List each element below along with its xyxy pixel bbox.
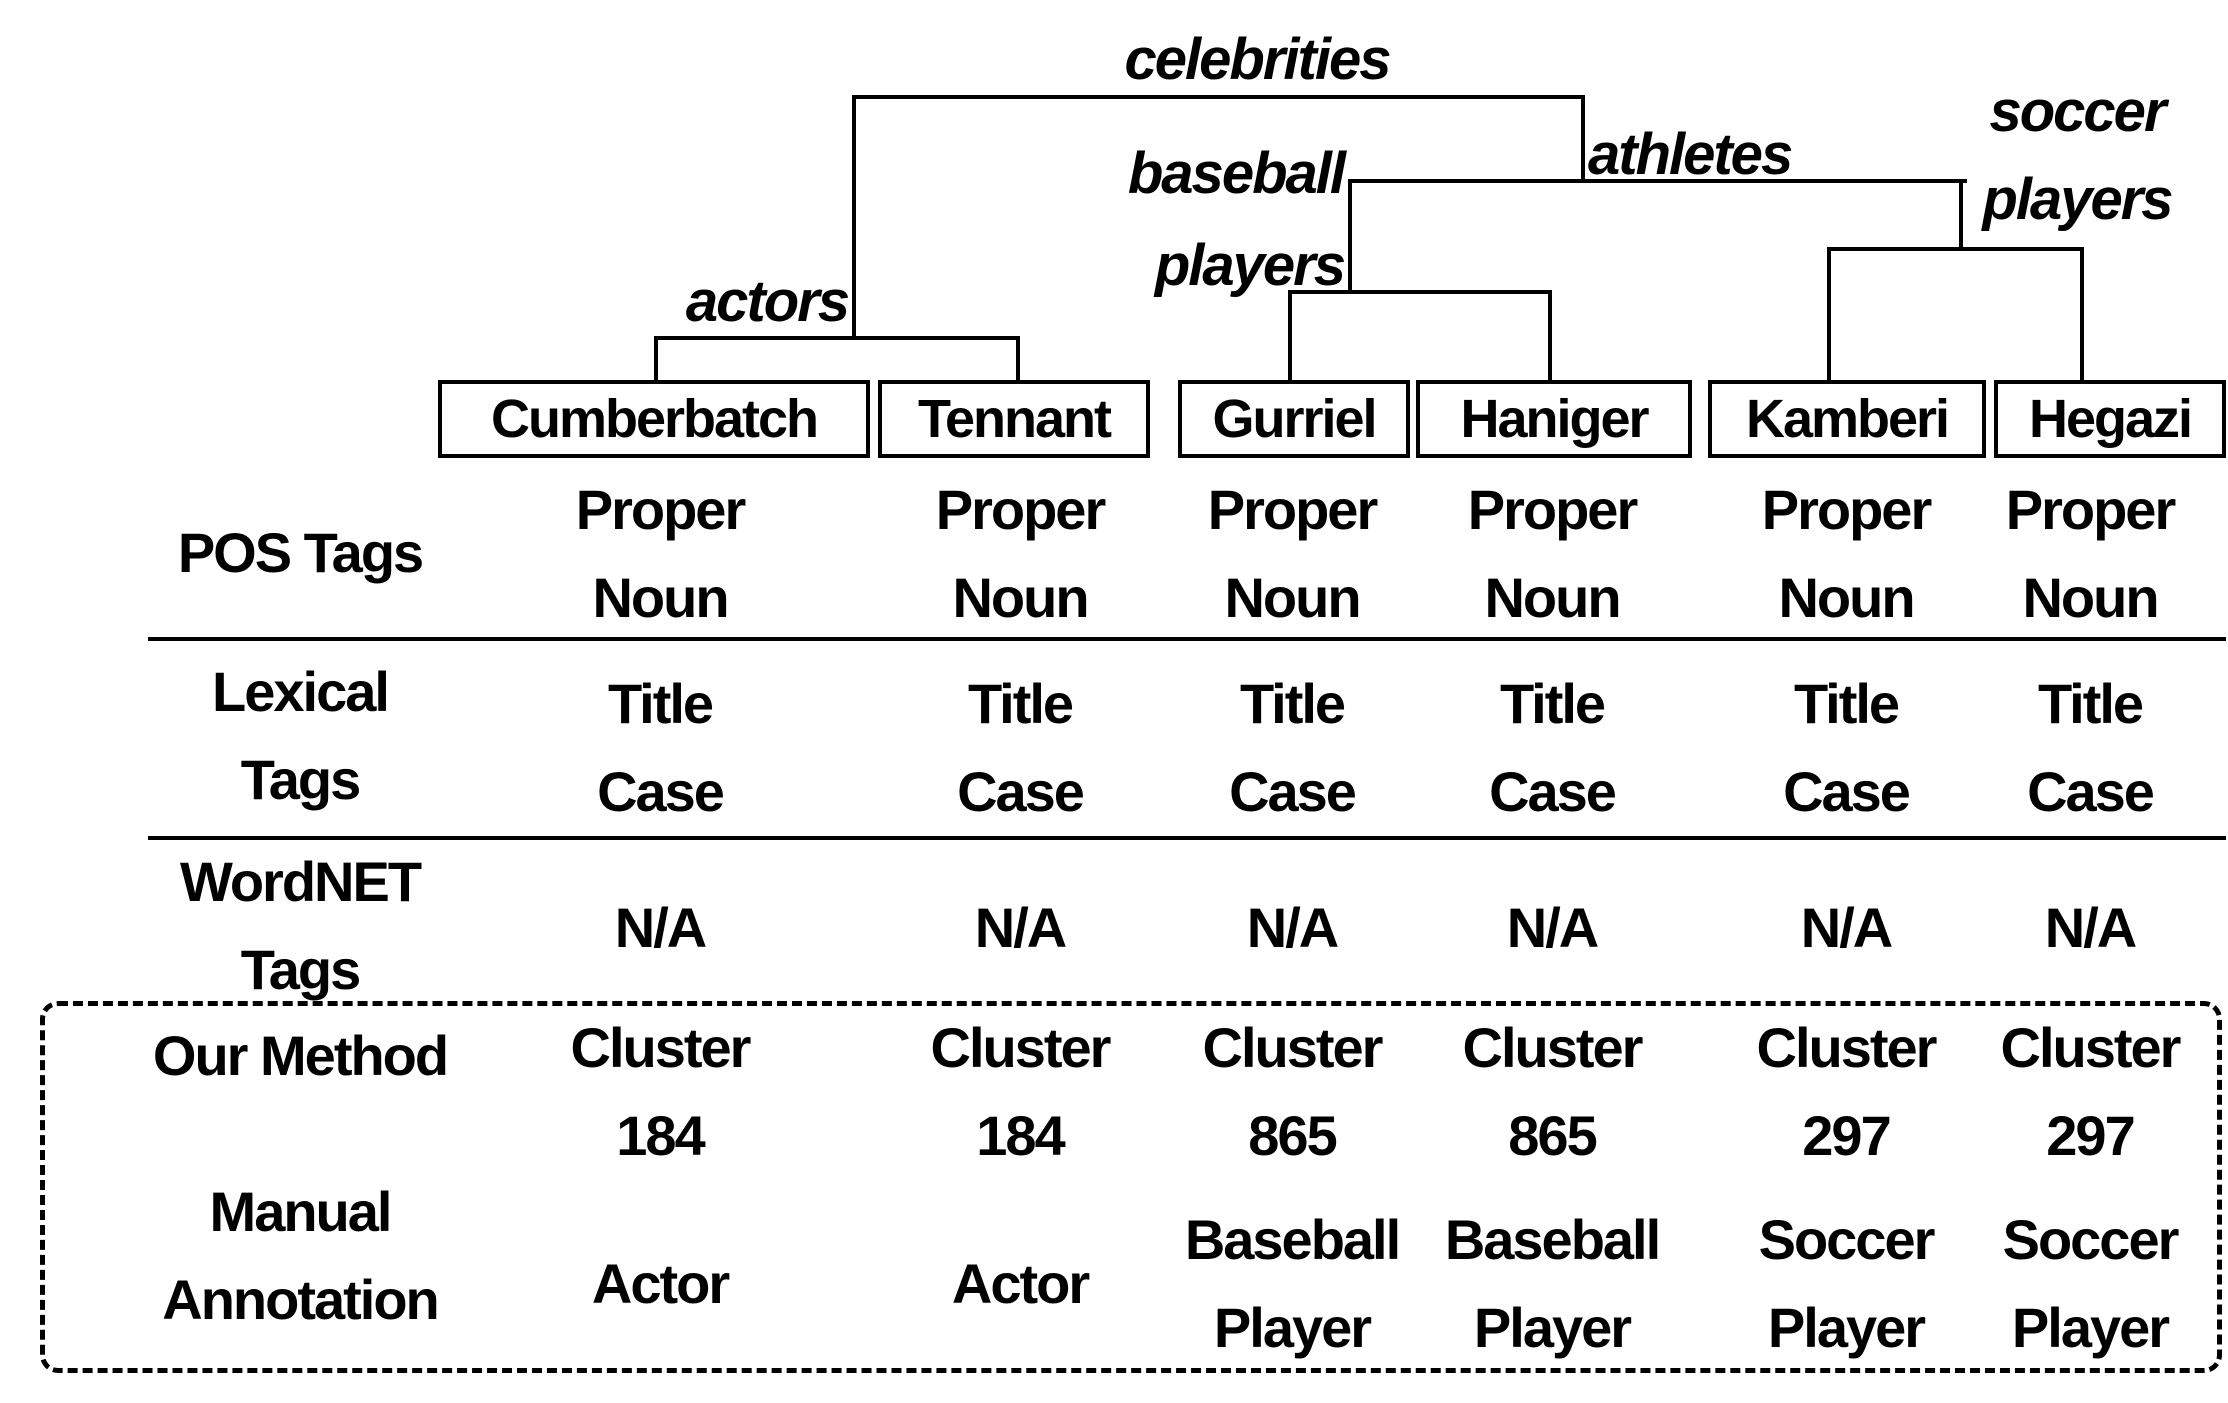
cell-pos-kamberi: Proper Noun xyxy=(1761,478,1932,629)
cell-method-gurriel: Cluster 865 xyxy=(1202,1016,1384,1167)
cell-wn-gurriel: N/A xyxy=(1246,896,1339,959)
cell-method-tennant: Cluster 184 xyxy=(930,1016,1112,1167)
cell-pos-tennant: Proper Noun xyxy=(935,478,1106,629)
cell-manual-cumberbatch: Actor xyxy=(591,1252,730,1315)
tree-edge-athletes-horizontal xyxy=(1348,179,1967,183)
cell-manual-tennant: Actor xyxy=(951,1252,1090,1315)
cell-wn-tennant: N/A xyxy=(974,896,1067,959)
cell-lex-hegazi: Title Case xyxy=(2027,672,2155,823)
cell-manual-kamberi: Soccer Player xyxy=(1758,1208,1936,1359)
tree-edge-haniger-vertical xyxy=(1548,290,1552,382)
leaf-box-hegazi: Hegazi xyxy=(1994,380,2226,458)
tree-edge-root-horizontal xyxy=(852,95,1585,99)
row-label-our-method: Our Method xyxy=(152,1024,449,1087)
cell-wn-haniger: N/A xyxy=(1506,896,1599,959)
tree-edge-cumberbatch-vertical xyxy=(654,336,658,382)
highlight-box-our-method xyxy=(40,1001,2222,1373)
cell-pos-gurriel: Proper Noun xyxy=(1207,478,1378,629)
row-label-lexical-tags: Lexical Tags xyxy=(212,660,390,811)
tree-edge-baseball-horizontal xyxy=(1288,290,1552,294)
cell-method-cumberbatch: Cluster 184 xyxy=(570,1016,752,1167)
leaf-box-cumberbatch: Cumberbatch xyxy=(438,380,870,458)
cell-method-haniger: Cluster 865 xyxy=(1462,1016,1644,1167)
cell-manual-hegazi: Soccer Player xyxy=(2002,1208,2180,1359)
row-separator-lexical-wordnet xyxy=(148,836,2226,840)
cell-lex-gurriel: Title Case xyxy=(1229,672,1357,823)
leaf-box-gurriel: Gurriel xyxy=(1178,380,1410,458)
cell-lex-cumberbatch: Title Case xyxy=(597,672,725,823)
leaf-box-haniger: Haniger xyxy=(1416,380,1692,458)
tree-edge-hegazi-vertical xyxy=(2080,247,2084,382)
cell-lex-tennant: Title Case xyxy=(957,672,1085,823)
row-label-manual-annotation: Manual Annotation xyxy=(162,1180,439,1331)
tree-label-celebrities: celebrities xyxy=(1124,27,1392,92)
tree-edge-root-right-vertical xyxy=(1581,95,1585,183)
leaf-box-kamberi: Kamberi xyxy=(1708,380,1986,458)
cell-manual-gurriel: Baseball Player xyxy=(1184,1208,1401,1359)
cell-method-hegazi: Cluster 297 xyxy=(2000,1016,2182,1167)
tree-label-athletes: athletes xyxy=(1588,122,1793,187)
cell-pos-hegazi: Proper Noun xyxy=(2005,478,2176,629)
cell-pos-haniger: Proper Noun xyxy=(1467,478,1638,629)
tree-label-baseball-players: baseball players xyxy=(1127,141,1346,298)
tree-edge-soccer-horizontal xyxy=(1827,247,2084,251)
cell-wn-hegazi: N/A xyxy=(2044,896,2137,959)
cell-lex-haniger: Title Case xyxy=(1489,672,1617,823)
leaf-box-tennant: Tennant xyxy=(878,380,1150,458)
tree-edge-athletes-right-vertical xyxy=(1959,179,1963,251)
tree-label-soccer-players: soccer players xyxy=(1982,79,2173,232)
row-separator-pos-lexical xyxy=(148,637,2226,641)
tree-label-actors: actors xyxy=(685,269,850,334)
tree-edge-gurriel-vertical xyxy=(1288,290,1292,382)
cell-method-kamberi: Cluster 297 xyxy=(1756,1016,1938,1167)
cell-wn-kamberi: N/A xyxy=(1800,896,1893,959)
row-label-wordnet-tags: WordNET Tags xyxy=(179,850,422,1001)
tree-edge-athletes-left-vertical xyxy=(1348,179,1352,294)
cell-pos-cumberbatch: Proper Noun xyxy=(575,478,746,629)
row-label-pos-tags: POS Tags xyxy=(177,521,424,584)
cell-manual-haniger: Baseball Player xyxy=(1444,1208,1661,1359)
cell-lex-kamberi: Title Case xyxy=(1783,672,1911,823)
tree-edge-actors-horizontal xyxy=(654,336,1020,340)
tree-edge-root-left-vertical xyxy=(852,95,856,340)
cell-wn-cumberbatch: N/A xyxy=(614,896,707,959)
tree-edge-tennant-vertical xyxy=(1016,336,1020,382)
tree-edge-kamberi-vertical xyxy=(1827,247,1831,382)
